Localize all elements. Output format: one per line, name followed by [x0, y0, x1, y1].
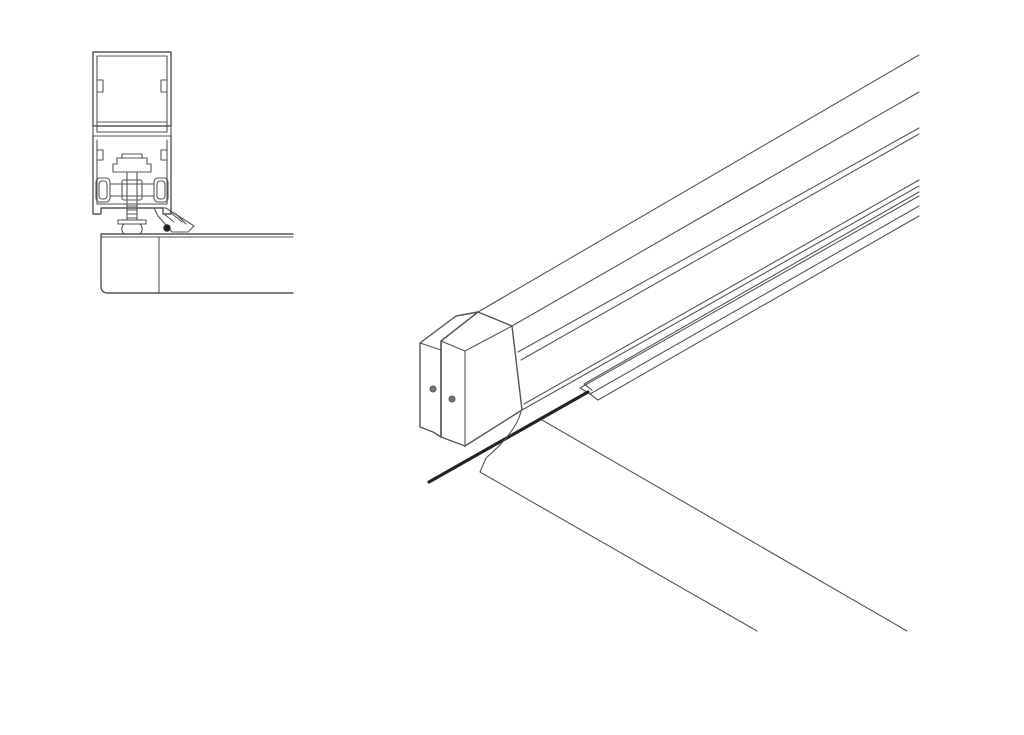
wheel-right — [153, 177, 169, 203]
lower-chamber-outline — [92, 135, 172, 215]
rail-top-face — [477, 54, 920, 313]
rail-front-line-2 — [520, 133, 920, 361]
axle — [109, 183, 155, 197]
wheel-right-inner — [156, 180, 166, 200]
end-cap-rear-plate — [419, 311, 479, 438]
panel-right-edge — [541, 419, 908, 632]
profile-cross-section — [92, 51, 294, 294]
rail-bottom-edge — [521, 185, 920, 411]
upper-chamber-inner — [96, 55, 168, 123]
ball-foot — [121, 223, 143, 235]
rail-front-line-3 — [523, 179, 920, 405]
guide-track-bottom — [597, 215, 920, 401]
chamber-web-lips — [92, 125, 172, 137]
axle-hub — [121, 179, 143, 201]
guide-track-end — [579, 383, 599, 401]
panel-left-edge — [479, 411, 758, 632]
screw-left — [429, 385, 437, 393]
guide-track-mid — [589, 205, 920, 395]
bolt-nut — [117, 219, 147, 225]
upper-flange-right — [160, 79, 168, 93]
chamber-web — [96, 121, 168, 133]
end-cap-front-block-edge — [440, 325, 513, 447]
lower-chamber-inner — [96, 139, 168, 205]
guide-track-top — [579, 195, 920, 389]
wheel-left — [95, 177, 111, 203]
guide-track-lip — [583, 191, 920, 385]
rail-top-edge-front — [511, 91, 920, 327]
bolt-threads — [126, 205, 138, 219]
isometric-rail-assembly — [419, 54, 920, 632]
lower-flange-right — [160, 149, 168, 161]
rail-front-line-1 — [517, 127, 920, 353]
carriage-slot — [121, 153, 143, 159]
seal-bracket-ribs — [163, 211, 187, 225]
stem-bolt — [126, 171, 138, 221]
carriage-top — [112, 157, 152, 173]
end-cap-rear-plate-edge — [419, 342, 442, 438]
pull-cord — [427, 390, 590, 484]
seal-bracket — [153, 207, 195, 233]
upper-chamber-outline — [92, 51, 172, 127]
wheel-left-inner — [98, 180, 108, 200]
door-panel-outline — [100, 233, 294, 294]
lower-flange-left — [96, 149, 104, 161]
upper-flange-left — [96, 79, 104, 93]
screw-right — [448, 395, 456, 403]
seal-bead — [163, 224, 171, 232]
